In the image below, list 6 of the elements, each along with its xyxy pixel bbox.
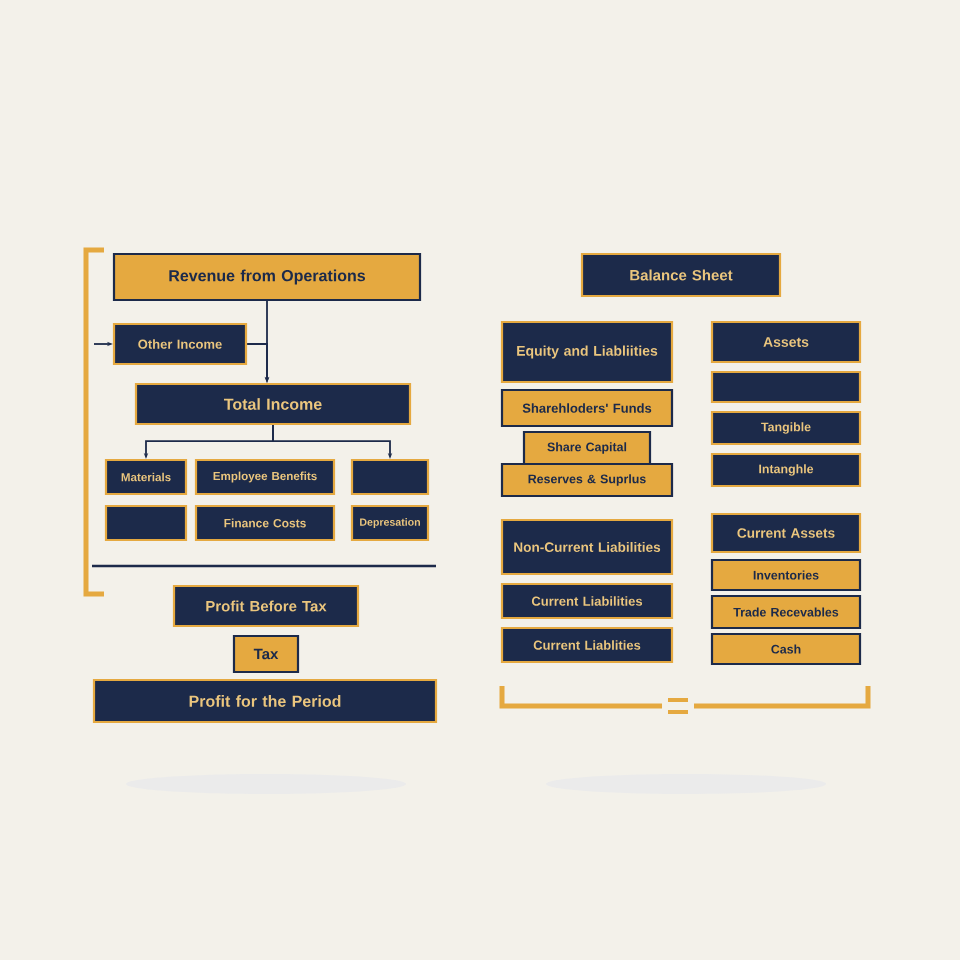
label-box: Profit for the Period	[92, 678, 438, 724]
empty-box	[710, 370, 862, 404]
label-box: Revenue from Operations	[112, 252, 422, 302]
empty-box	[104, 504, 188, 542]
empty-box	[350, 458, 430, 496]
label-box: Total Income	[134, 382, 412, 426]
